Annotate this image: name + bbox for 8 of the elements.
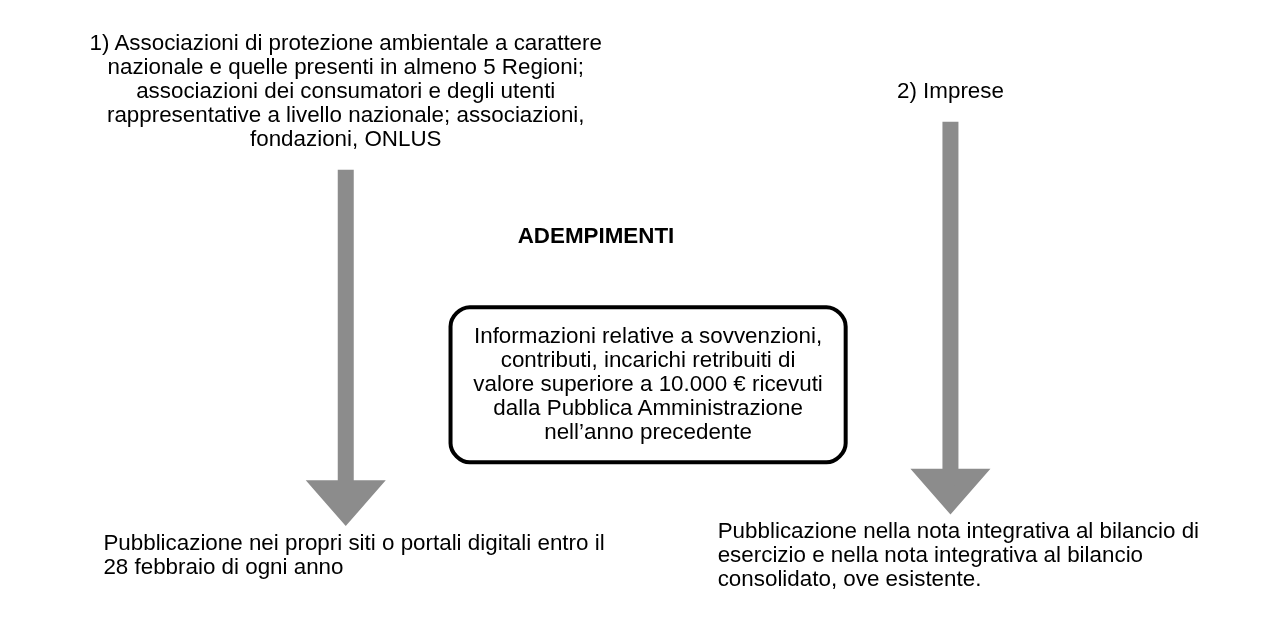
label: ADEMPIMENTI	[517, 222, 674, 248]
node-text: Pubblicazione nella nota integrativa al bilancio di esercizio e nella nota integrativa al bilancio consolidato, ove esistente.	[717, 517, 1199, 591]
node-text: 1) Associazioni di protezione ambientale a carattere nazionale e quelle presenti in almeno 5 Regioni; associazioni dei consumatori e degli utenti rappresentative a livello nazionale; associazioni, fondazioni, ONLUS	[89, 29, 602, 151]
node-text: 2) Imprese	[896, 77, 1004, 103]
arrow	[305, 169, 386, 527]
arrow	[909, 121, 990, 515]
node-text: Pubblicazione nei propri siti o portali digitali entro il 28 febbraio di ogni anno	[102, 529, 605, 579]
node-box: Informazioni relative a sovvenzioni, contributi, incarichi retribuiti di valore superiore a 10.000 € ricevuti dalla Pubblica Amministrazione nell’anno precedente	[448, 305, 848, 465]
